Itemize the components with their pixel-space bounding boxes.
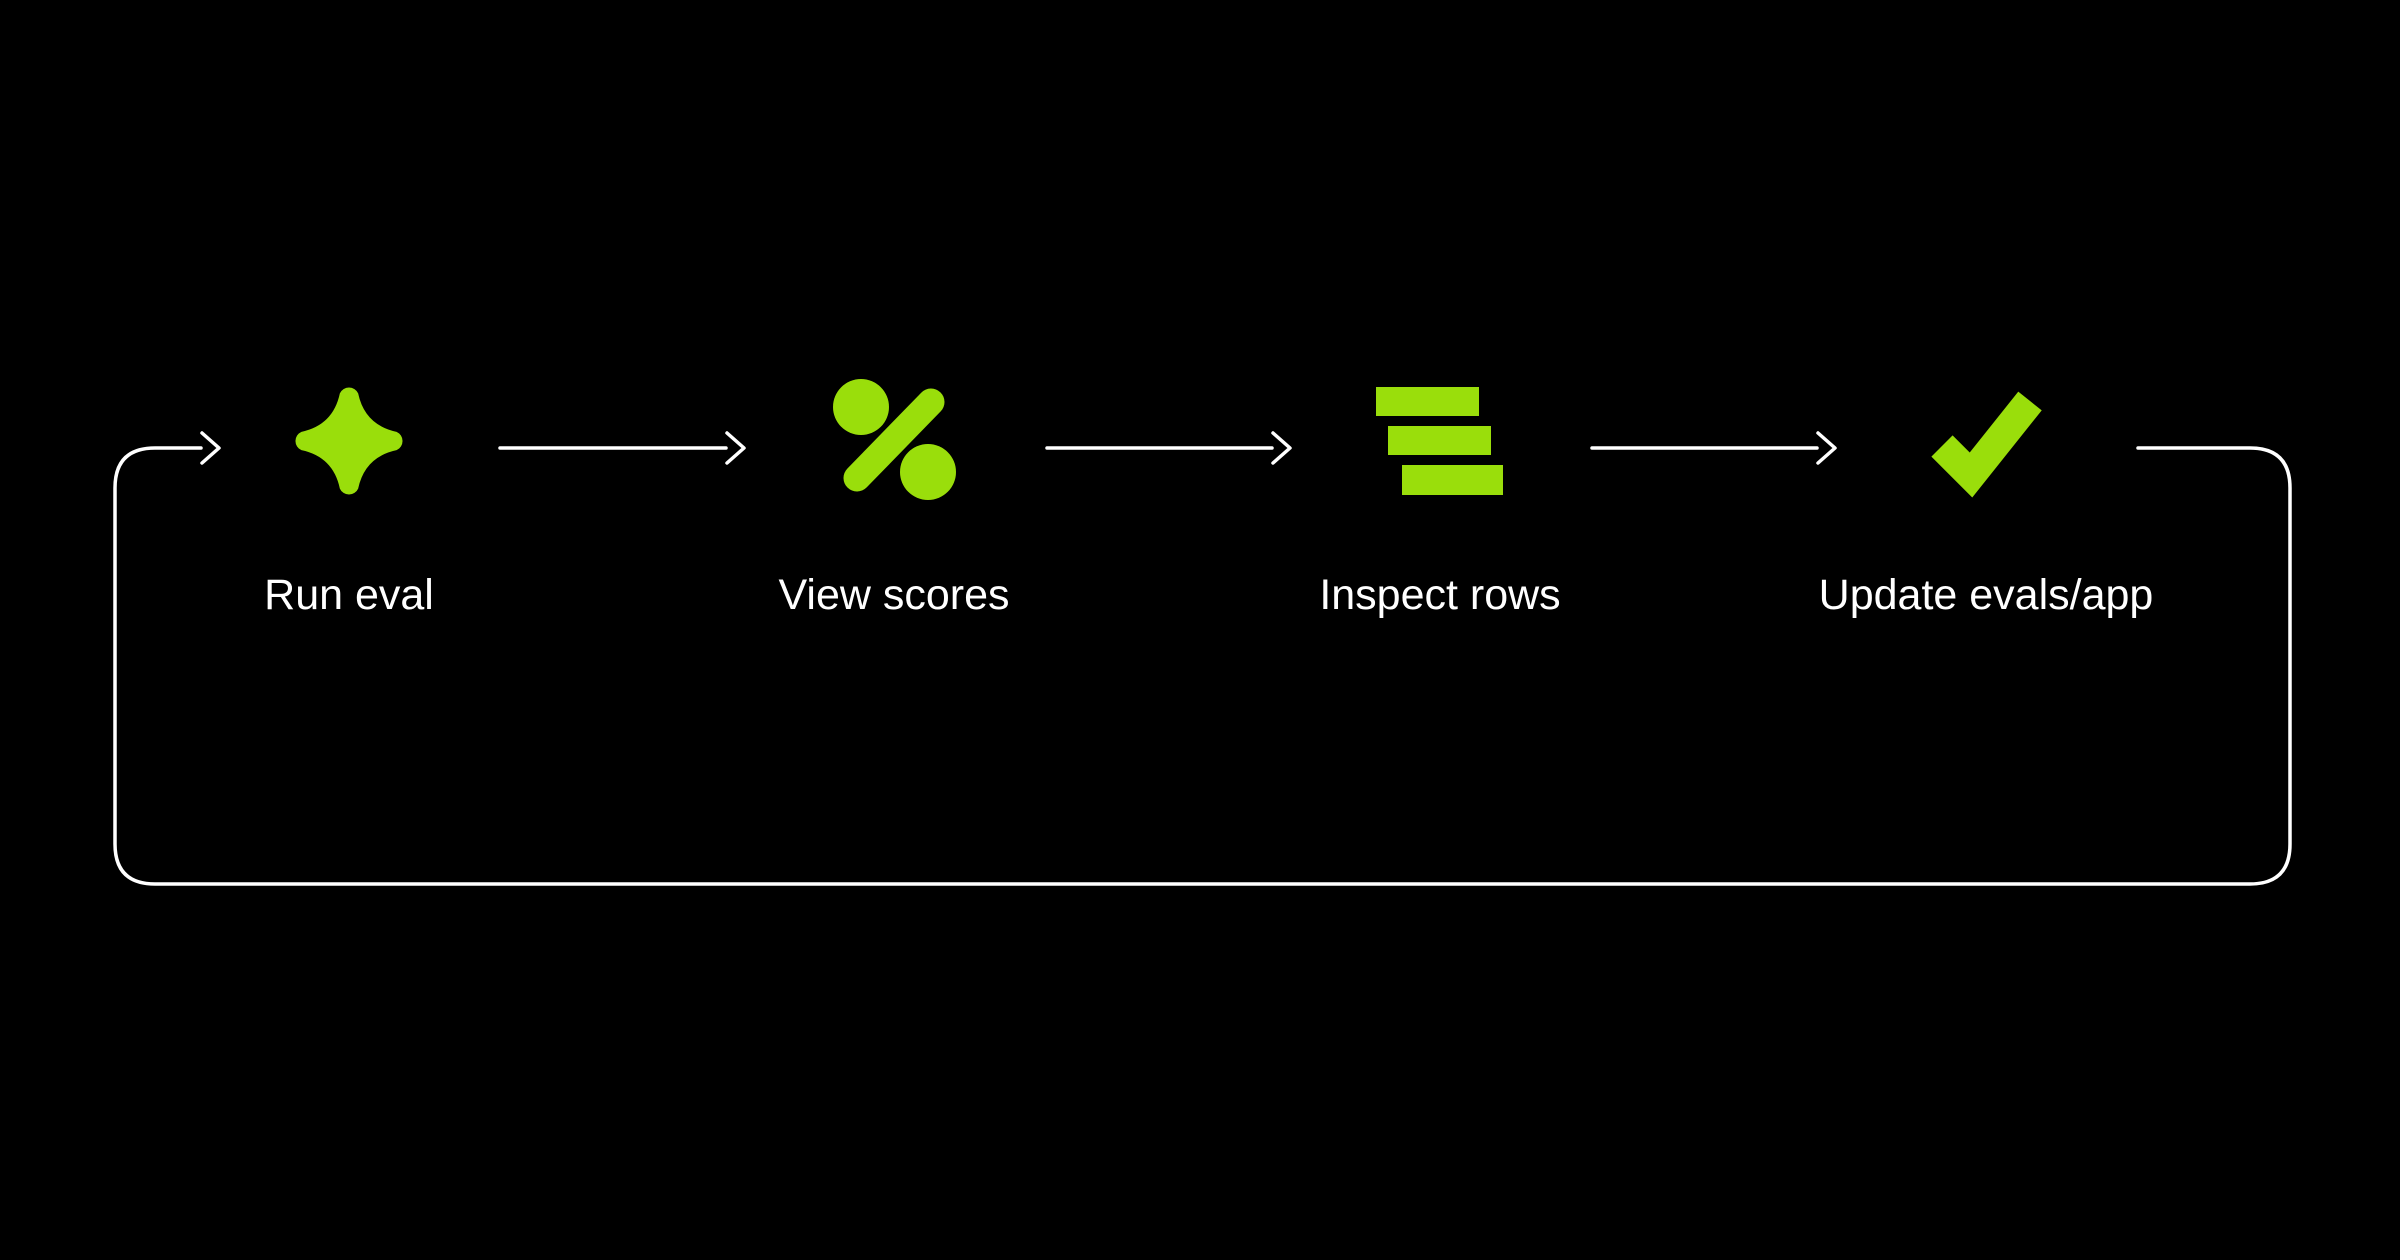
sparkle-icon (295, 387, 403, 495)
flow-arrow-2-head-icon (1271, 431, 1292, 465)
checkmark-icon (1931, 391, 2042, 498)
step-run-eval: Run eval (99, 380, 599, 617)
loop-entry-arrowhead-icon (200, 431, 221, 465)
step-view-scores: View scores (644, 379, 1144, 619)
step-label-view-scores: View scores (778, 571, 1010, 619)
flow-arrow-1-head-icon (725, 431, 746, 465)
step-label-run-eval: Run eval (264, 571, 434, 619)
step-inspect-rows: Inspect rows (1190, 380, 1690, 617)
flow-arrow-3-head-icon (1816, 431, 1837, 465)
step-label-inspect-rows: Inspect rows (1319, 571, 1561, 619)
step-update-evals-app: Update evals/app (1736, 380, 2236, 617)
loop-return-path (113, 446, 2292, 886)
stacked-rows-icon (1376, 387, 1503, 495)
percent-icon (833, 379, 956, 500)
step-label-update-evals-app: Update evals/app (1818, 571, 2154, 619)
